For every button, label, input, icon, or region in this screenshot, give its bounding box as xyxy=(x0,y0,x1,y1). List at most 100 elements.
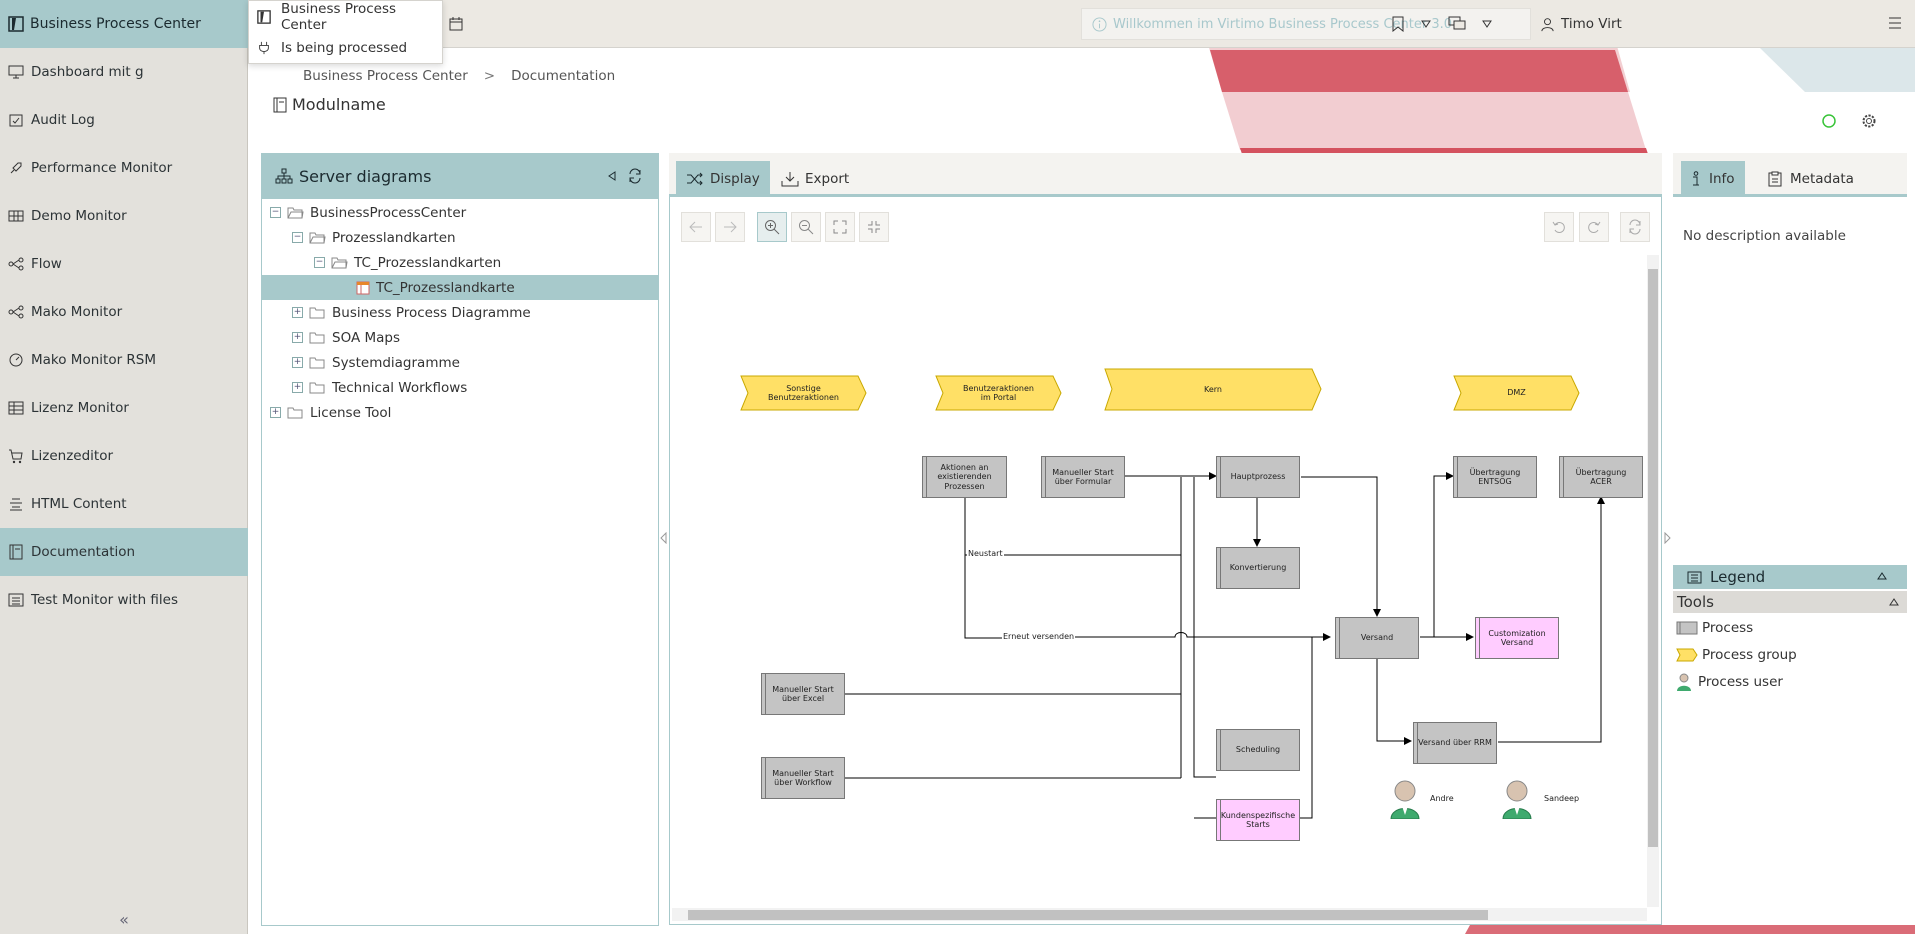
sidebar-item-label: Lizenz Monitor xyxy=(31,400,129,416)
vertical-scrollbar[interactable] xyxy=(1647,255,1659,907)
collapse-icon[interactable]: − xyxy=(270,207,281,218)
legend-label: Process user xyxy=(1698,674,1783,690)
collapse-left-icon[interactable] xyxy=(608,171,616,181)
folder-open-icon xyxy=(309,232,326,244)
chat-dropdown-icon[interactable] xyxy=(1482,20,1492,28)
tab-label: Metadata xyxy=(1790,171,1854,187)
tab-info[interactable]: Info xyxy=(1681,161,1745,197)
process-versand-ueber-rrm[interactable]: Versand über RRM xyxy=(1413,722,1497,764)
sidebar-item-flow[interactable]: Flow xyxy=(0,240,248,288)
expand-icon[interactable]: + xyxy=(292,332,303,343)
sidebar-item-mako-monitor-rsm[interactable]: Mako Monitor RSM xyxy=(0,336,248,384)
process-manueller-start-ueber-workflow[interactable]: Manueller Start über Workflow xyxy=(761,757,845,799)
process-hauptprozess[interactable]: Hauptprozess xyxy=(1216,456,1300,498)
process-manueller-start-ueber-formular[interactable]: Manueller Start über Formular xyxy=(1041,456,1125,498)
legend-section-header[interactable]: Tools xyxy=(1673,591,1907,613)
sidebar-item-test-monitor[interactable]: Test Monitor with files xyxy=(0,576,248,624)
process-konvertierung[interactable]: Konvertierung xyxy=(1216,547,1300,589)
process-versand[interactable]: Versand xyxy=(1335,617,1419,659)
tree-node-license-tool[interactable]: + License Tool xyxy=(270,400,391,425)
tree-node-prozesslandkarten[interactable]: − Prozesslandkarten xyxy=(292,225,456,250)
calendar-icon[interactable] xyxy=(448,16,464,32)
refresh-diagram-button[interactable] xyxy=(1620,212,1650,242)
top-bar: Willkommen im Virtimo Business Process C… xyxy=(248,0,1915,48)
vertical-scroll-thumb[interactable] xyxy=(1648,269,1658,847)
sidebar-item-performance-monitor[interactable]: Performance Monitor xyxy=(0,144,248,192)
hamburger-menu-icon[interactable] xyxy=(1888,16,1902,30)
actual-size-button[interactable] xyxy=(859,212,889,242)
legend-item-process-group: Process group xyxy=(1676,642,1797,668)
forward-button[interactable] xyxy=(715,212,745,242)
horizontal-scroll-thumb[interactable] xyxy=(688,910,1488,920)
tree-node-tc-prozesslandkarte[interactable]: TC_Prozesslandkarte xyxy=(356,275,515,300)
popup-item-bpc[interactable]: Business Process Center xyxy=(249,0,442,33)
sidebar-collapse-button[interactable]: « xyxy=(119,909,129,929)
user-menu[interactable]: Timo Virt xyxy=(1540,8,1622,40)
expand-icon[interactable]: + xyxy=(292,382,303,393)
app-title-bar[interactable]: Business Process Center xyxy=(0,0,248,48)
refresh-icon[interactable] xyxy=(627,168,643,184)
user-name: Timo Virt xyxy=(1561,16,1622,32)
splitter-right-handle[interactable] xyxy=(1664,532,1671,544)
process-uebertragung-acer[interactable]: Übertragung ACER xyxy=(1559,456,1643,498)
gear-icon[interactable] xyxy=(1861,113,1877,129)
process-aktionen-an-existierenden-prozessen[interactable]: Aktionen an existierenden Prozessen xyxy=(922,456,1007,498)
tree-node-soa-maps[interactable]: + SOA Maps xyxy=(292,325,400,350)
group-benutzeraktionen-im-portal[interactable]: Benutzeraktionen im Portal xyxy=(935,375,1062,411)
collapse-icon[interactable]: − xyxy=(292,232,303,243)
sidebar-item-lizenz-monitor[interactable]: Lizenz Monitor xyxy=(0,384,248,432)
fit-screen-button[interactable] xyxy=(825,212,855,242)
group-kern[interactable]: Kern xyxy=(1104,368,1322,411)
sidebar-item-demo-monitor[interactable]: Demo Monitor xyxy=(0,192,248,240)
bookmark-icon[interactable] xyxy=(1391,16,1405,32)
tree-node-systemdiagramme[interactable]: + Systemdiagramme xyxy=(292,350,460,375)
zoom-out-button[interactable] xyxy=(791,212,821,242)
sidebar-item-audit-log[interactable]: Audit Log xyxy=(0,96,248,144)
splitter-left-handle[interactable] xyxy=(660,532,667,544)
process-uebertragung-entsog[interactable]: Übertragung ENTSOG xyxy=(1453,456,1537,498)
group-sonstige-benutzeraktionen[interactable]: Sonstige Benutzeraktionen xyxy=(740,375,867,411)
breadcrumb-item[interactable]: Business Process Center xyxy=(303,68,468,84)
tab-metadata[interactable]: Metadata xyxy=(1758,161,1864,197)
process-user-icon[interactable] xyxy=(1501,779,1533,819)
tree-node-businessprocesscenter[interactable]: − BusinessProcessCenter xyxy=(270,200,466,225)
flow-icon xyxy=(6,255,25,274)
group-dmz[interactable]: DMZ xyxy=(1453,375,1580,411)
list-icon xyxy=(1687,571,1702,584)
legend-collapse-icon[interactable] xyxy=(1877,572,1887,580)
process-kundenspezifische-starts[interactable]: Kundenspezifische Starts xyxy=(1216,799,1300,841)
book-icon xyxy=(272,97,288,113)
back-button[interactable] xyxy=(681,212,711,242)
sidebar-item-documentation[interactable]: Documentation xyxy=(0,528,248,576)
process-scheduling[interactable]: Scheduling xyxy=(1216,729,1300,771)
sidebar-item-label: Mako Monitor xyxy=(31,304,123,320)
sidebar-item-mako-monitor[interactable]: Mako Monitor xyxy=(0,288,248,336)
undo-button[interactable] xyxy=(1544,212,1574,242)
breadcrumb-item[interactable]: Documentation xyxy=(511,68,616,84)
tree-node-technical-workflows[interactable]: + Technical Workflows xyxy=(292,375,467,400)
sidebar-item-lizenzeditor[interactable]: Lizenzeditor xyxy=(0,432,248,480)
process-customization-versand[interactable]: Customization Versand xyxy=(1475,617,1559,659)
sidebar-item-html-content[interactable]: HTML Content xyxy=(0,480,248,528)
legend-header[interactable]: Legend xyxy=(1673,565,1907,589)
expand-icon[interactable]: + xyxy=(292,307,303,318)
expand-icon[interactable]: + xyxy=(292,357,303,368)
bookmark-dropdown-icon[interactable] xyxy=(1421,20,1431,28)
collapse-icon[interactable]: − xyxy=(314,257,325,268)
horizontal-scrollbar[interactable] xyxy=(672,908,1647,921)
zoom-in-button[interactable] xyxy=(757,212,787,242)
sidebar-item-dashboard[interactable]: Dashboard mit g xyxy=(0,48,248,96)
redo-button[interactable] xyxy=(1579,212,1609,242)
tab-display[interactable]: Display xyxy=(676,161,770,197)
expand-icon[interactable]: + xyxy=(270,407,281,418)
tree-node-business-process-diagramme[interactable]: + Business Process Diagramme xyxy=(292,300,531,325)
tree-node-tc-prozesslandkarten[interactable]: − TC_Prozesslandkarten xyxy=(314,250,501,275)
process-manueller-start-ueber-excel[interactable]: Manueller Start über Excel xyxy=(761,673,845,715)
chat-icon[interactable] xyxy=(1448,16,1466,32)
popup-item-processing[interactable]: Is being processed xyxy=(249,32,442,63)
tab-export[interactable]: Export xyxy=(771,161,859,197)
plug-icon xyxy=(257,41,271,55)
process-user-icon[interactable] xyxy=(1389,779,1421,819)
popup-item-label: Business Process Center xyxy=(281,0,397,33)
legend-section-collapse-icon[interactable] xyxy=(1889,598,1899,606)
